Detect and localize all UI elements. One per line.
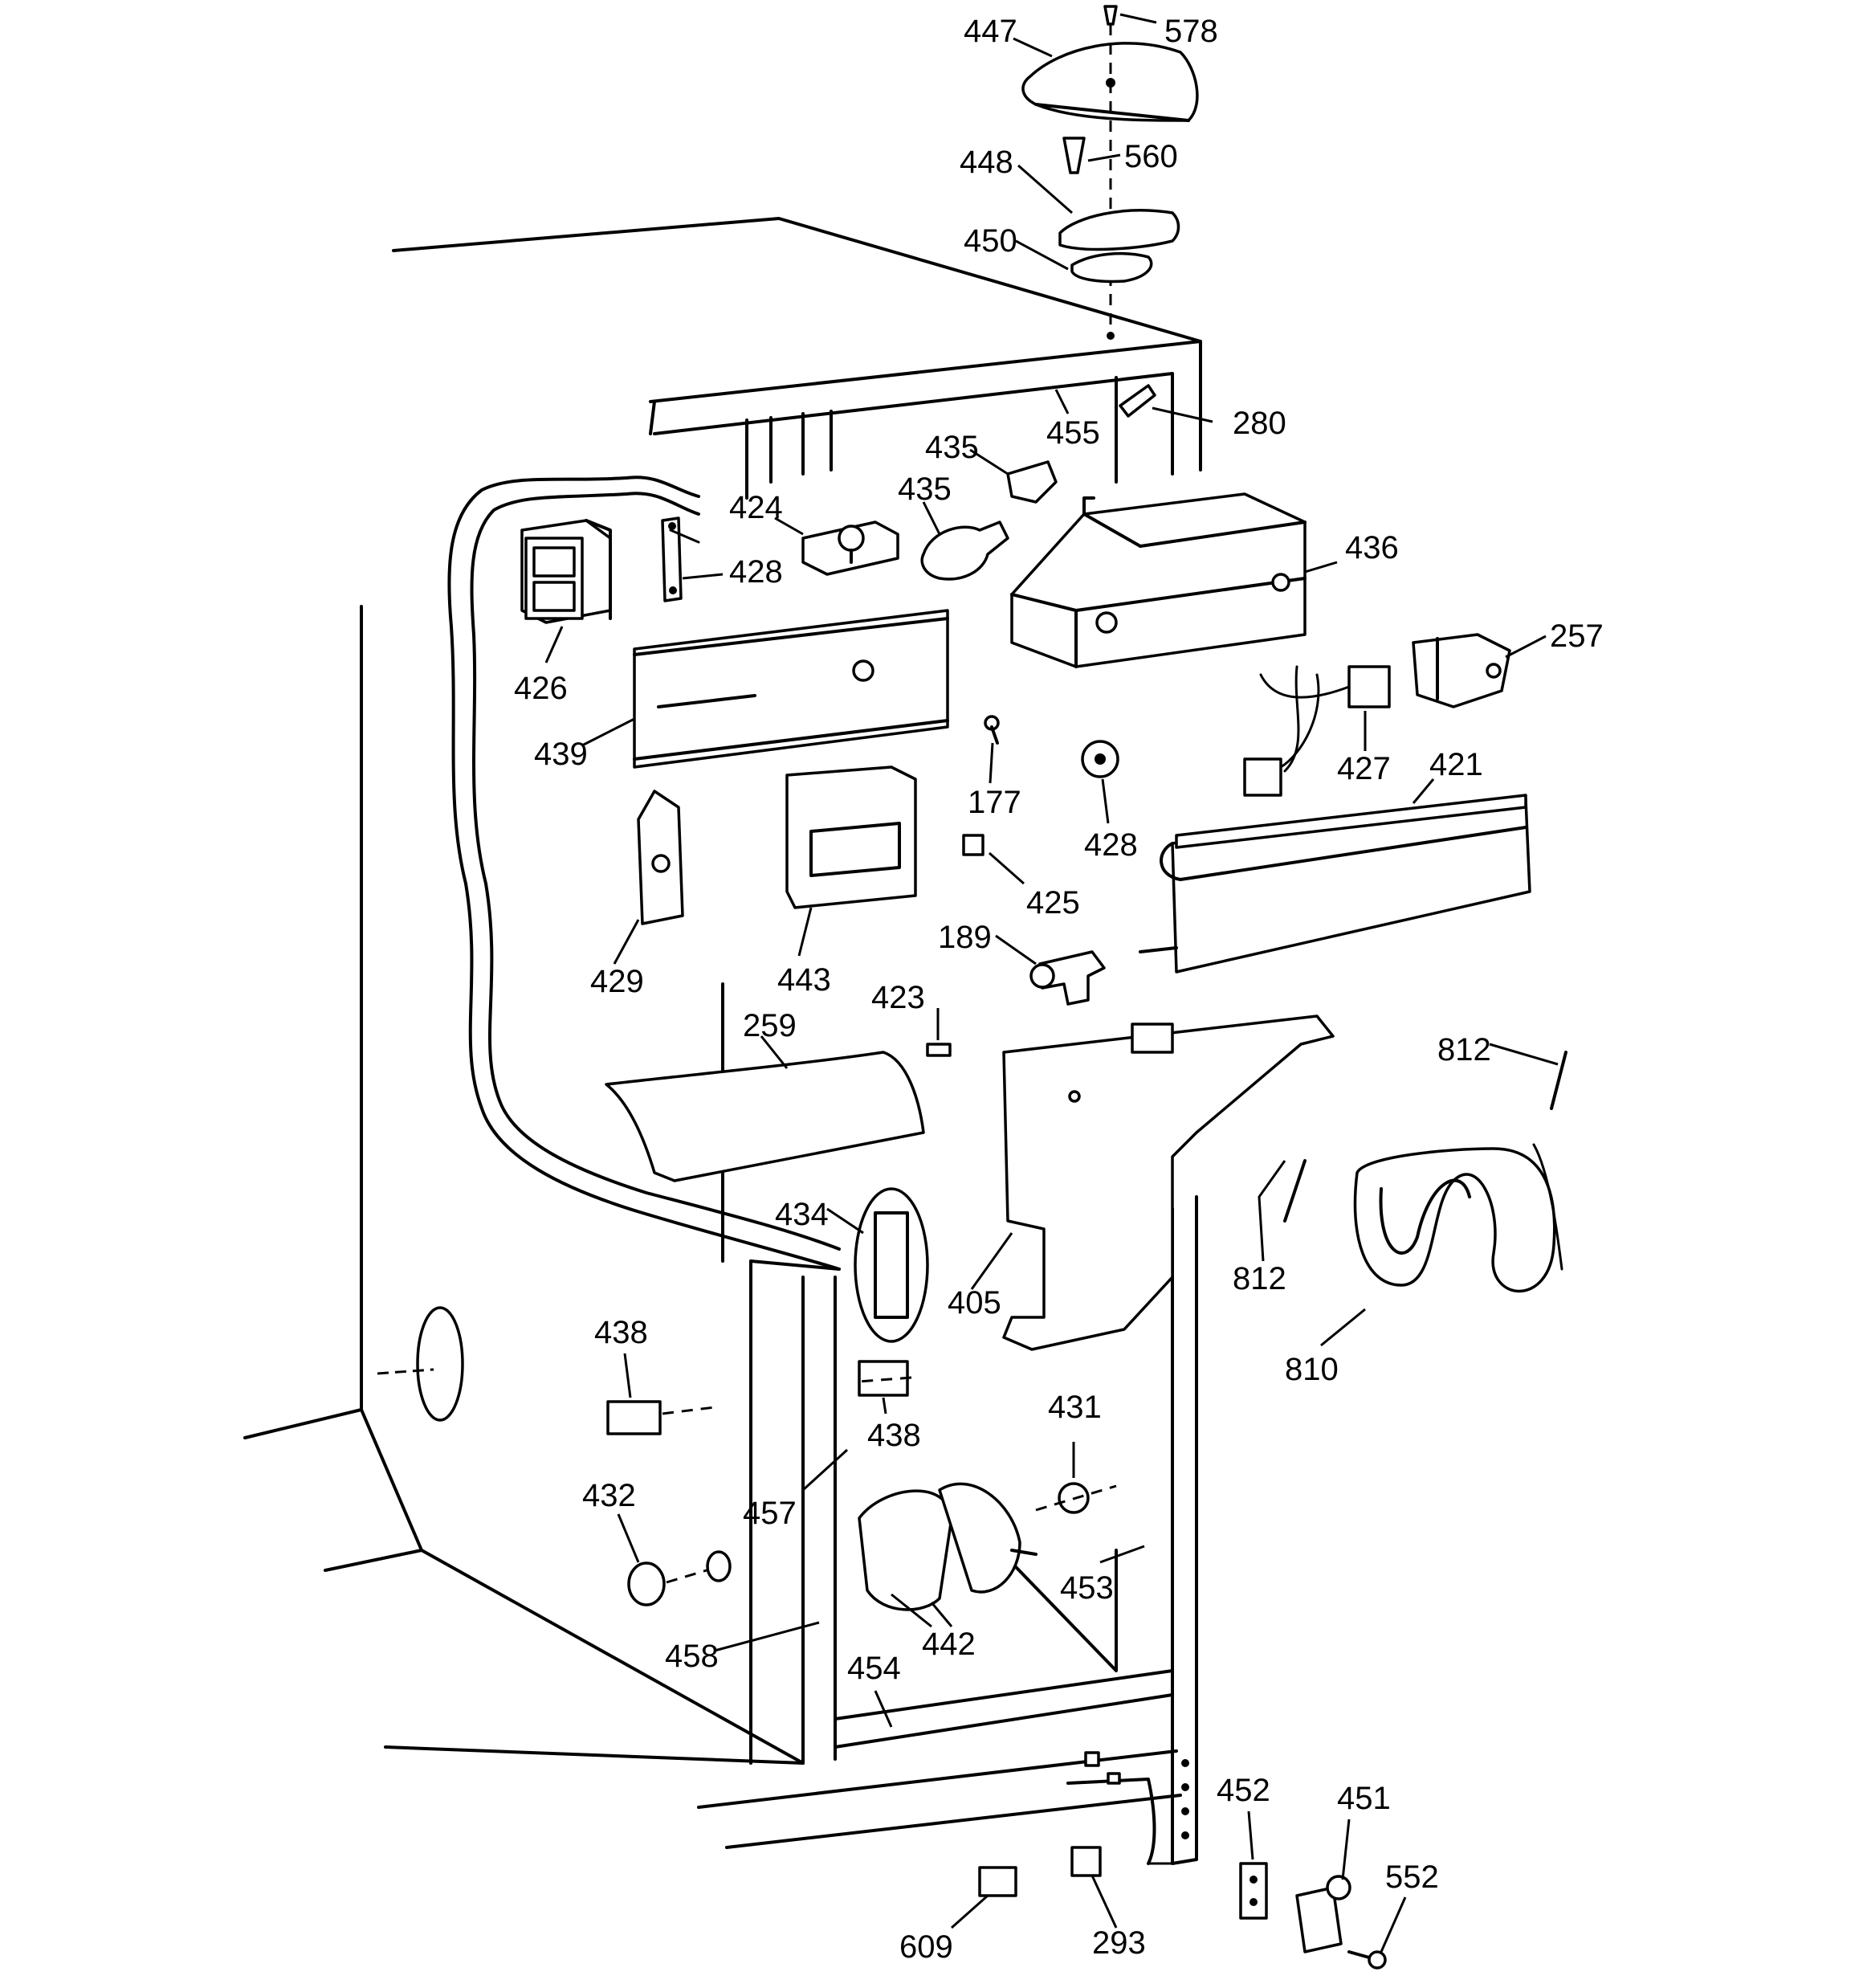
- callout-458: 458: [665, 1639, 719, 1674]
- part-429-bracket: [637, 790, 684, 925]
- callout-428-gear: 428: [1084, 827, 1138, 863]
- callout-424: 424: [729, 490, 783, 525]
- part-439-mounting-rail: [633, 609, 949, 769]
- callout-810: 810: [1285, 1352, 1339, 1387]
- callout-442: 442: [922, 1627, 976, 1662]
- callout-259: 259: [743, 1008, 797, 1043]
- part-810-heater-coil: [1353, 1143, 1563, 1293]
- callout-447: 447: [964, 14, 1017, 49]
- callout-257: 257: [1550, 618, 1604, 654]
- part-428-spring-clip: [661, 516, 700, 602]
- leader-lines: [544, 13, 1559, 1953]
- callout-labels: 447 578 448 560 450 455 280 435 435 424 …: [514, 14, 1604, 1965]
- part-812-drain-tube: [1283, 1051, 1567, 1223]
- part-259-air-deflector: [605, 1051, 925, 1182]
- callout-812-lower: 812: [1233, 1261, 1286, 1296]
- callout-436: 436: [1345, 530, 1399, 565]
- top-hinge-assembly: [1021, 5, 1199, 340]
- cabinet-outline: [243, 217, 1202, 1865]
- part-436-control-housing: [1010, 492, 1307, 668]
- callout-450: 450: [964, 223, 1017, 259]
- callout-438-left: 438: [594, 1315, 648, 1350]
- part-426-light-switch-housing: [520, 519, 612, 624]
- callout-448: 448: [960, 145, 1013, 180]
- part-280-clip: [1119, 384, 1156, 418]
- callout-435-socket: 435: [925, 430, 979, 465]
- part-442-damper-control: [858, 1482, 1037, 1611]
- callout-451: 451: [1337, 1781, 1391, 1816]
- part-293-clip: [1070, 1846, 1102, 1877]
- callout-405: 405: [948, 1285, 1001, 1321]
- callout-428-clip: 428: [729, 554, 783, 590]
- part-435-light-bulb: [920, 520, 1009, 581]
- callout-427: 427: [1337, 751, 1391, 786]
- callout-578: 578: [1164, 14, 1218, 49]
- callout-431: 431: [1048, 1390, 1102, 1425]
- callout-434: 434: [775, 1197, 829, 1232]
- callout-293: 293: [1092, 1925, 1146, 1961]
- part-257-defrost-timer: [1412, 633, 1511, 708]
- part-424-thermostat: [801, 520, 899, 576]
- callout-429: 429: [590, 964, 644, 999]
- callout-425: 425: [1026, 885, 1080, 921]
- callout-452: 452: [1217, 1773, 1270, 1808]
- callout-812-upper: 812: [1437, 1032, 1491, 1067]
- part-177-screw: [984, 715, 1000, 745]
- part-435-lamp-socket: [1006, 460, 1058, 504]
- callout-457: 457: [743, 1496, 797, 1531]
- callout-280: 280: [1233, 406, 1286, 441]
- part-552-screw: [1347, 1950, 1387, 1970]
- callout-453: 453: [1060, 1570, 1114, 1606]
- part-428-cam-gear: [1081, 740, 1119, 778]
- part-438-switch: [606, 1360, 909, 1435]
- callout-189: 189: [938, 920, 992, 955]
- part-189-tee-fitting: [1029, 950, 1106, 1006]
- part-421-cover-channel: [1139, 794, 1531, 974]
- part-434-light-shield: [854, 1187, 929, 1343]
- callout-435-bulb: 435: [898, 471, 952, 507]
- callout-421: 421: [1429, 747, 1483, 782]
- callout-426: 426: [514, 671, 568, 706]
- alignment-lines: [662, 1376, 1117, 1584]
- callout-177: 177: [968, 785, 1021, 820]
- part-425-clip: [962, 834, 984, 856]
- part-423-fastener: [926, 1043, 952, 1057]
- callout-560: 560: [1124, 139, 1178, 174]
- part-452-shim: [1239, 1862, 1268, 1920]
- callout-432: 432: [582, 1478, 636, 1513]
- callout-454: 454: [847, 1651, 901, 1686]
- callout-552: 552: [1385, 1859, 1439, 1895]
- callout-609: 609: [899, 1929, 953, 1965]
- callout-443: 443: [777, 962, 831, 998]
- callout-439: 439: [534, 737, 588, 772]
- part-443-mounting-plate: [785, 765, 917, 909]
- callout-455: 455: [1046, 415, 1100, 451]
- callout-423: 423: [871, 980, 925, 1015]
- part-405-air-duct: [1002, 1014, 1335, 1351]
- part-427-wiring-harness: [1243, 665, 1391, 797]
- part-609-connector: [978, 1866, 1017, 1897]
- part-432-bushing: [627, 1550, 732, 1606]
- part-451-bottom-hinge: [1295, 1875, 1351, 1953]
- callout-438-right: 438: [867, 1418, 921, 1453]
